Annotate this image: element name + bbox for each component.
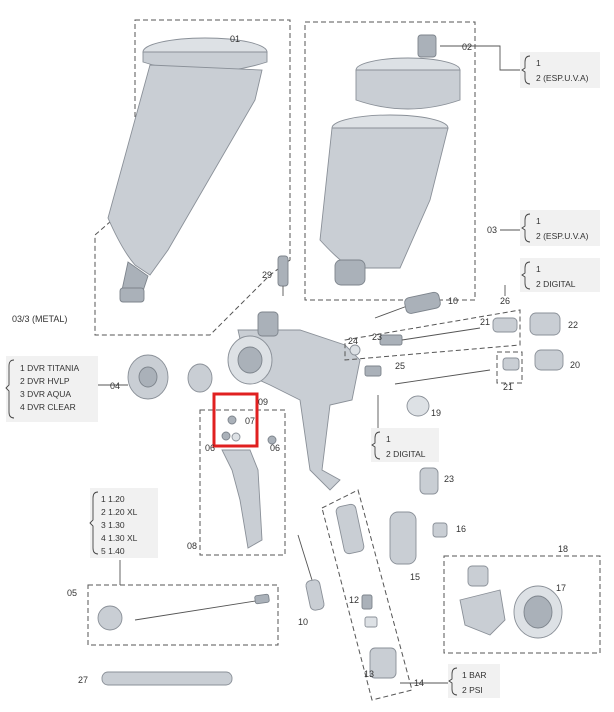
label-23: 23 <box>444 474 454 484</box>
svg-text:2 1.20 XL: 2 1.20 XL <box>101 507 138 517</box>
label-21-bottom: 21 <box>503 382 513 392</box>
options-05: 1 1.20 2 1.20 XL 3 1.30 4 1.30 XL 5 1.40 <box>89 488 158 558</box>
label-04: 04 <box>110 381 120 391</box>
part-29 <box>277 255 289 296</box>
label-06-left: 06 <box>205 443 215 453</box>
regulator-17-18 <box>459 565 563 639</box>
svg-text:2 DIGITAL: 2 DIGITAL <box>386 449 426 459</box>
label-22: 22 <box>568 320 578 330</box>
group-14-outline <box>321 489 413 701</box>
cup-02-03 <box>319 34 461 286</box>
label-03-3-metal: 03/3 (METAL) <box>12 314 67 324</box>
cup-01 <box>107 37 268 303</box>
group-05-outline <box>87 584 279 646</box>
group-02-03-outline <box>304 21 476 301</box>
part-22 <box>529 312 561 336</box>
label-23-top: 23 <box>372 332 382 342</box>
label-13: 13 <box>364 669 374 679</box>
label-17: 17 <box>556 583 566 593</box>
svg-text:5 1.40: 5 1.40 <box>101 546 125 556</box>
label-03: 03 <box>487 225 497 235</box>
label-12: 12 <box>349 595 359 605</box>
group-18-outline <box>443 555 601 654</box>
trigger-08 <box>221 431 277 549</box>
svg-text:1: 1 <box>386 434 391 444</box>
svg-text:2 DVR HVLP: 2 DVR HVLP <box>20 376 70 386</box>
gun-body <box>227 311 361 491</box>
svg-text:2 (ESP.U.V.A): 2 (ESP.U.V.A) <box>536 231 589 241</box>
svg-text:2 (ESP.U.V.A): 2 (ESP.U.V.A) <box>536 73 589 83</box>
part-07 <box>227 415 241 442</box>
part-27 <box>101 671 233 686</box>
svg-text:2 DIGITAL: 2 DIGITAL <box>536 279 576 289</box>
svg-text:1 1.20: 1 1.20 <box>101 494 125 504</box>
needle-line <box>394 369 491 385</box>
options-14: 1 BAR 2 PSI <box>448 664 500 698</box>
part-15 <box>389 511 417 565</box>
label-18: 18 <box>558 544 568 554</box>
label-21-top: 21 <box>480 317 490 327</box>
label-15: 15 <box>410 572 420 582</box>
nozzle-05 <box>97 593 270 631</box>
label-19: 19 <box>431 408 441 418</box>
part-20 <box>534 349 564 371</box>
label-29: 29 <box>262 270 272 280</box>
highlight-box <box>212 392 259 448</box>
svg-text:3 1.30: 3 1.30 <box>101 520 125 530</box>
label-08: 08 <box>187 541 197 551</box>
svg-text:3 DVR AQUA: 3 DVR AQUA <box>20 389 71 399</box>
part-10-lower <box>297 534 325 611</box>
svg-text:2 PSI: 2 PSI <box>462 685 483 695</box>
svg-text:1 BAR: 1 BAR <box>462 670 487 680</box>
part-21 <box>502 357 520 371</box>
svg-text:1: 1 <box>536 216 541 226</box>
label-02: 02 <box>462 42 472 52</box>
options-digital: 1 2 DIGITAL <box>371 428 439 462</box>
label-10-lower: 10 <box>298 617 308 627</box>
label-14: 14 <box>414 678 424 688</box>
part-16 <box>432 522 448 538</box>
part-10-top <box>374 291 441 319</box>
label-05: 05 <box>67 588 77 598</box>
air-cap-04 <box>127 354 213 400</box>
label-16: 16 <box>456 524 466 534</box>
svg-text:1 DVR TITANIA: 1 DVR TITANIA <box>20 363 80 373</box>
part-23 <box>419 467 439 495</box>
group-24-outline <box>344 309 521 361</box>
part-19 <box>406 395 430 417</box>
leader-02 <box>440 45 520 71</box>
label-01: 01 <box>230 34 240 44</box>
svg-text:4 DVR CLEAR: 4 DVR CLEAR <box>20 402 76 412</box>
label-26: 26 <box>500 296 510 306</box>
svg-text:1: 1 <box>536 58 541 68</box>
label-10-top: 10 <box>448 296 458 306</box>
label-24: 24 <box>348 336 358 346</box>
label-09: 09 <box>258 397 268 407</box>
label-06-right: 06 <box>270 443 280 453</box>
label-27: 27 <box>78 675 88 685</box>
options-26: 1 2 DIGITAL <box>520 258 600 292</box>
group-21-outline <box>496 351 523 384</box>
air-valve-assembly <box>335 503 397 679</box>
label-20: 20 <box>570 360 580 370</box>
options-03: 1 2 (ESP.U.V.A) <box>520 210 600 246</box>
needle-assembly-24 <box>349 317 518 356</box>
options-02: 1 2 (ESP.U.V.A) <box>520 52 600 88</box>
label-25: 25 <box>395 361 405 371</box>
svg-text:4 1.30 XL: 4 1.30 XL <box>101 533 138 543</box>
svg-text:1: 1 <box>536 264 541 274</box>
options-04: 1 DVR TITANIA 2 DVR HVLP 3 DVR AQUA 4 DV… <box>5 356 98 422</box>
label-07: 07 <box>245 416 255 426</box>
part-25 <box>364 365 382 377</box>
